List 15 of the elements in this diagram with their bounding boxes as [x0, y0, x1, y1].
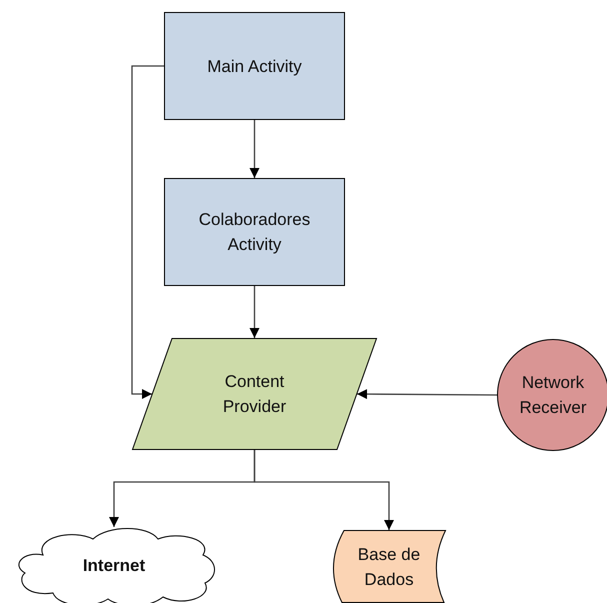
arrow [131, 65, 164, 399]
node-label: Network Receiver [518, 372, 588, 419]
data-parallelogram [132, 338, 377, 450]
node-label: Colaboradores Activity [198, 209, 312, 256]
process-box [164, 12, 345, 120]
process-box [164, 178, 345, 286]
arrow [254, 450, 394, 530]
node-label: Content Provider [222, 371, 288, 418]
arrow [250, 286, 260, 338]
arrow [357, 389, 497, 400]
node-label: Internet [82, 554, 146, 576]
arrow [250, 120, 260, 178]
storage-shape [332, 530, 446, 603]
node-label: Base de Dados [356, 544, 422, 590]
node-label: Main Activity [207, 56, 302, 78]
